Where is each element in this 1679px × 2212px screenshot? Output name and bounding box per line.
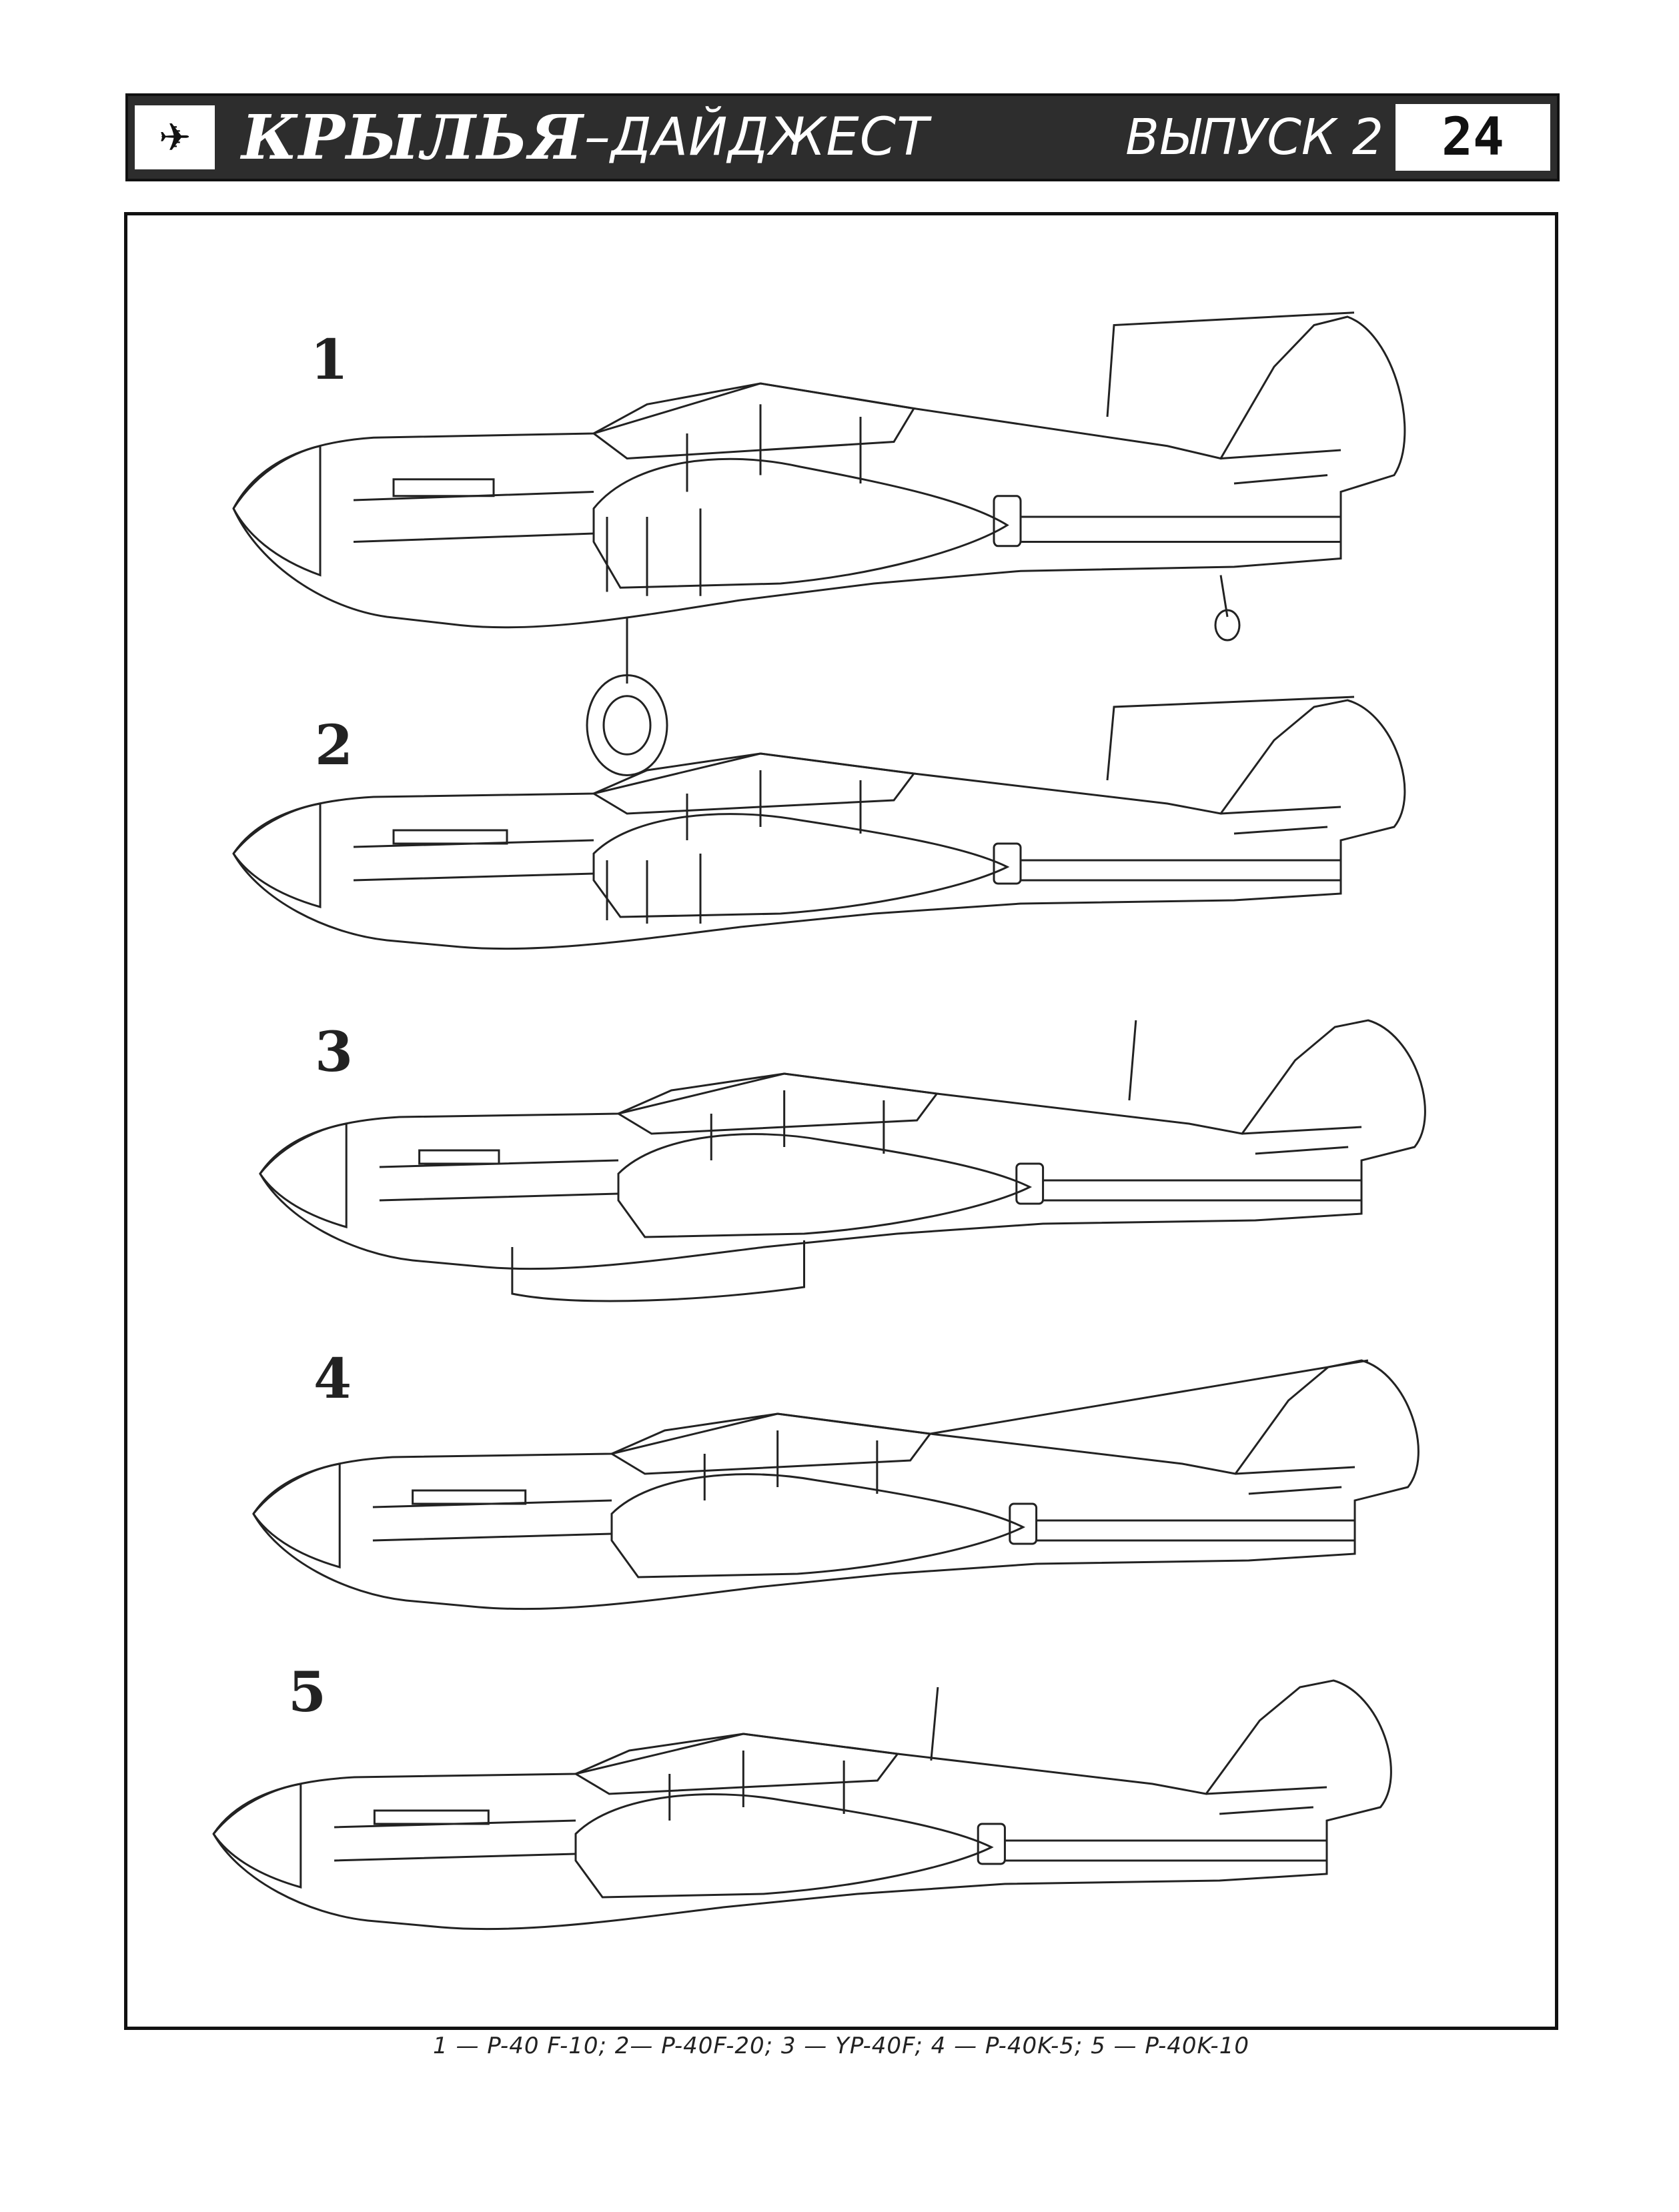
figure-number-4: 4 [314,1347,352,1411]
aircraft-drawing-4 [240,1320,1481,1634]
magazine-title-main: КРЫЛЬЯ [241,101,584,173]
drawing-frame [124,212,1558,2030]
plane-icon: ✈ [135,105,215,169]
figure-number-5: 5 [288,1661,327,1725]
figure-number-2: 2 [315,714,354,778]
aircraft-drawing-2 [220,660,1468,980]
page-number: 24 [1395,104,1550,171]
aircraft-drawing-1 [220,267,1468,734]
figure-number-1: 1 [310,328,349,392]
figure-caption: 1 — P-40 F-10; 2— P-40F-20; 3 — YP-40F; … [433,2033,1249,2059]
aircraft-drawing-5 [200,1640,1454,1994]
magazine-title-sub: –ДАЙДЖЕСТ [584,107,929,167]
page-header: ✈ КРЫЛЬЯ –ДАЙДЖЕСТ ВЫПУСК 2 24 [125,93,1560,181]
figure-number-3: 3 [315,1020,354,1084]
magazine-title: КРЫЛЬЯ –ДАЙДЖЕСТ [241,96,929,179]
issue-label: ВЫПУСК 2 [1125,109,1383,166]
aircraft-drawing-3 [247,980,1488,1314]
